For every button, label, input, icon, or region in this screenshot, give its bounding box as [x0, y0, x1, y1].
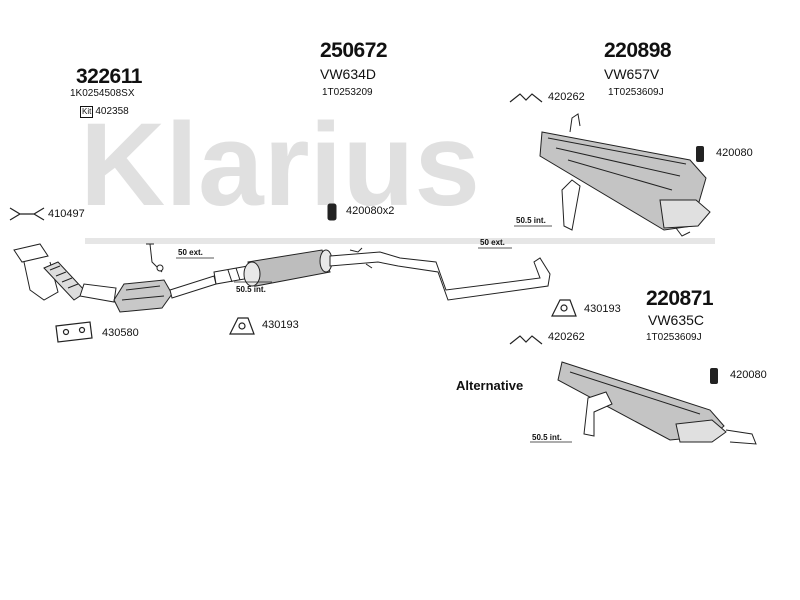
model-220871: VW635C [648, 312, 705, 328]
fitting-code-430193-left: 430193 [262, 319, 299, 331]
part-number-220898: 220898 [604, 39, 672, 62]
fitting-code-430580: 430580 [102, 327, 139, 339]
model-220898: VW657V [604, 66, 660, 82]
fitting-code-420080x2: 420080x2 [346, 205, 395, 217]
note-ext-left: 50 ext. [178, 248, 203, 257]
gasket-icon-430580 [55, 321, 93, 343]
fitting-code-420080-bottom: 420080 [730, 369, 767, 381]
clamp-icon-420080x2 [327, 203, 337, 221]
part-number-250672: 250672 [320, 39, 388, 62]
fitting-code-420262-top: 420262 [548, 91, 585, 103]
dimension-lines [176, 225, 572, 443]
part-number-322611: 322611 [76, 65, 142, 88]
fitting-code-410497: 410497 [48, 208, 85, 220]
flex-ribs [49, 265, 79, 289]
rear-silencer-220871[interactable] [557, 361, 757, 445]
hanger-icon-410497 [9, 207, 45, 221]
oe-number-220898: 1T0253609J [608, 87, 664, 98]
note-int-left: 50.5 int. [236, 285, 266, 294]
oe-number-322611: 1K0254508SX [70, 88, 135, 99]
rubber-mount-icon-430193-right [551, 299, 577, 317]
rubber-mount-icon-430193-left [229, 317, 255, 335]
fitting-code-430193-right: 430193 [584, 303, 621, 315]
bracket-icon-420262-top [509, 93, 543, 103]
oe-number-250672: 1T0253209 [322, 87, 373, 98]
watermark-bar [85, 238, 715, 244]
alternative-label: Alternative [456, 378, 524, 393]
brand-watermark: Klarius [80, 99, 480, 231]
bracket-icon-420262-bottom [509, 335, 543, 345]
tailpipe-run [329, 247, 551, 301]
manifold-flange [13, 243, 49, 263]
clamp-icon-420080-top [696, 146, 704, 162]
rear-silencer-220898[interactable] [539, 113, 711, 237]
oe-number-220871: 1T0253609J [646, 332, 702, 343]
note-ext-mid: 50 ext. [480, 238, 505, 247]
fitting-code-420080-top: 420080 [716, 147, 753, 159]
catalyst [113, 243, 217, 313]
note-int-right: 50.5 int. [516, 216, 546, 225]
note-int-alt: 50.5 int. [532, 433, 562, 442]
clamp-icon-420080-bottom [710, 368, 718, 384]
centre-silencer-250672[interactable] [213, 249, 333, 287]
front-downpipe-322611[interactable] [13, 243, 117, 303]
downpipe-link [79, 283, 117, 303]
fitting-code-420262-bottom: 420262 [548, 331, 585, 343]
kit-badge: Kit [80, 106, 94, 118]
kit-number: 402358 [95, 106, 129, 117]
model-250672: VW634D [320, 66, 377, 82]
part-number-220871: 220871 [646, 287, 714, 310]
